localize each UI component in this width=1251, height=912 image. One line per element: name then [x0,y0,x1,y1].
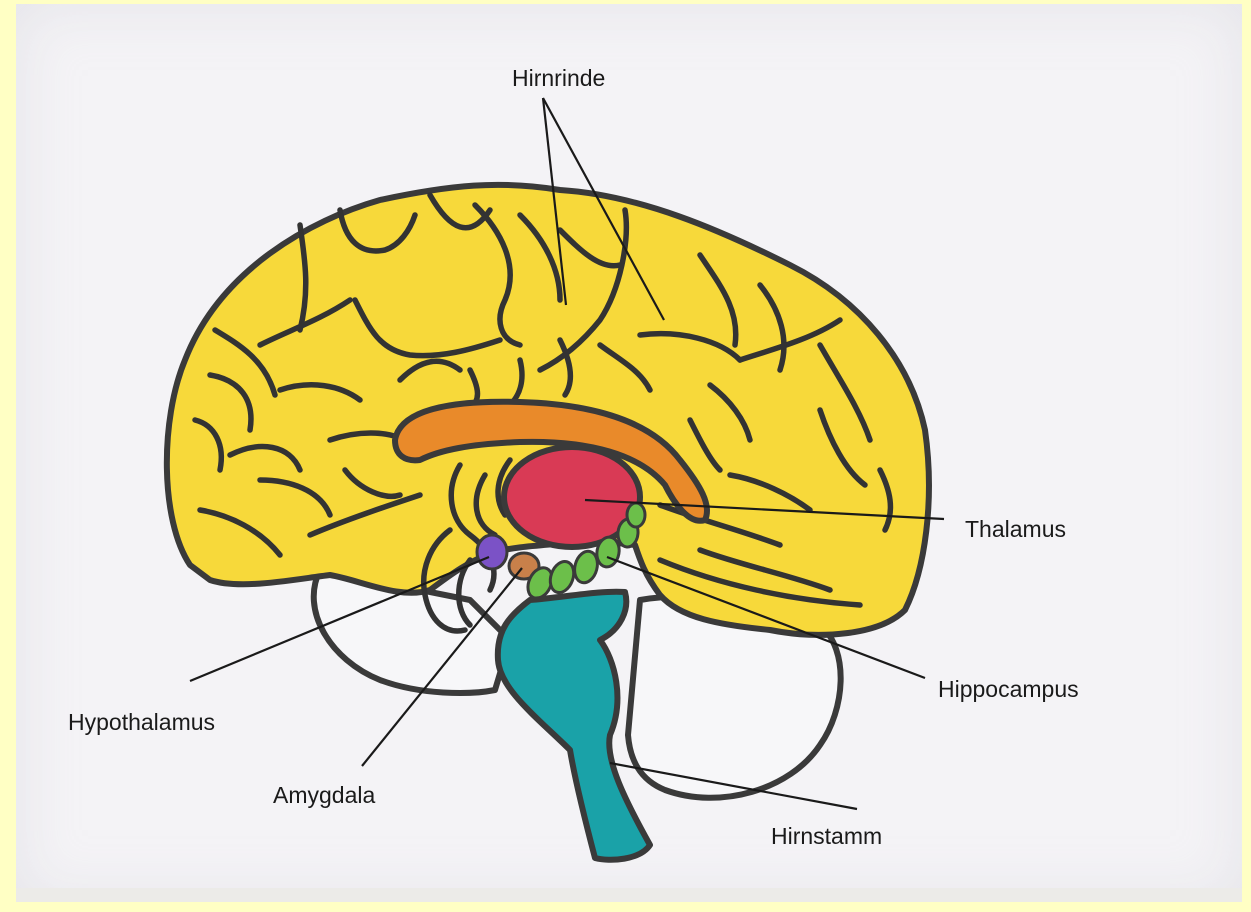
label-hippocampus: Hippocampus [938,676,1079,702]
label-amygdala: Amygdala [273,782,375,808]
label-hypothalamus: Hypothalamus [68,709,215,735]
label-brainstem: Hirnstamm [771,823,882,849]
label-thalamus: Thalamus [965,516,1066,542]
label-cortex: Hirnrinde [512,65,605,91]
hypothalamus [477,535,507,569]
